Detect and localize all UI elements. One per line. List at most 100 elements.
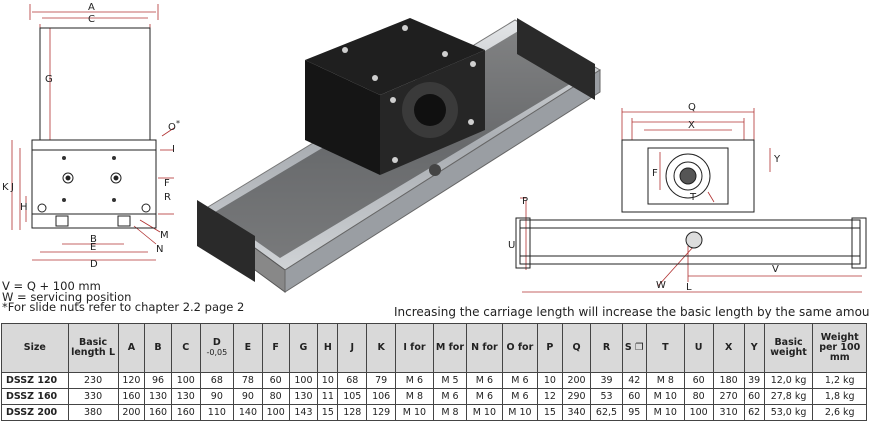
cell-size: DSSZ 120 [1,372,69,389]
header-M: M for [432,323,468,373]
cell-T: M 8 [645,372,685,389]
cell-T: M 10 [645,388,685,405]
cell-S: 60 [621,388,647,405]
cell-weight: 27,8 kg [763,388,814,405]
cell-w100: 1,8 kg [812,388,867,405]
dim-f-label: F [164,178,170,189]
dim-w-label: W [656,280,666,291]
cell-I: M 6 [395,372,434,389]
cell-Y: 39 [743,372,765,389]
dim-q-label: Q [688,102,696,113]
header-w100: Weight per 100 mm [812,323,867,373]
cell-X: 180 [712,372,745,389]
dim-k-label: K [2,182,9,193]
cell-size: DSSZ 200 [1,404,69,421]
dim-n-label: N [156,244,163,255]
dim-u-label: U [508,240,515,251]
cell-B: 96 [144,372,172,389]
cell-H: 10 [317,372,339,389]
dim-r-label: R [164,192,171,203]
cell-M: M 8 [432,404,468,421]
cell-H: 15 [317,404,339,421]
cell-T: M 10 [645,404,685,421]
header-O: O for [501,323,539,373]
header-H: H [317,323,339,373]
cell-S: 42 [621,372,647,389]
dim-t-label: T [689,192,697,203]
cell-J: 105 [337,388,368,405]
dim-x-label: X [688,120,695,131]
header-F: F [261,323,290,373]
cell-G: 130 [288,388,319,405]
cell-w100: 2,6 kg [812,404,867,421]
cell-P: 15 [537,404,563,421]
cell-K: 129 [366,404,397,421]
cell-Y: 60 [743,388,765,405]
dim-o-label: O [168,122,176,133]
cell-M: M 6 [432,388,468,405]
dim-d-label: D [90,259,98,270]
cell-C: 100 [170,372,201,389]
dim-v-label: V [772,264,779,275]
dim-a-label: A [88,2,95,13]
dim-h-label: H [20,202,28,213]
header-size: Size [1,323,69,373]
note-w: W = servicing position [2,289,132,304]
header-B: B [144,323,172,373]
cell-Q: 340 [561,404,592,421]
cell-A: 160 [117,388,146,405]
dim-g-label: G [45,74,53,85]
cell-N: M 6 [466,388,503,405]
header-G: G [288,323,319,373]
cell-w100: 1,2 kg [812,372,867,389]
cell-H: 11 [317,388,339,405]
header-Q: Q [561,323,592,373]
dim-e-label: E [90,242,96,253]
cell-U: 60 [683,372,714,389]
dim-l-label: L [686,282,692,293]
cell-P: 10 [537,372,563,389]
header-C: C [170,323,201,373]
cell-A: 120 [117,372,146,389]
header-X: X [712,323,745,373]
header-T: T [645,323,685,373]
cell-I: M 8 [395,388,434,405]
header-E: E [233,323,263,373]
cell-N: M 10 [466,404,503,421]
header-S: S ❐ [621,323,647,373]
cell-basic: 330 [67,388,119,405]
header-I: I for [395,323,434,373]
dim-j-label: J [10,182,14,193]
header-Y: Y [743,323,765,373]
header-A: A [117,323,146,373]
header-R: R [590,323,623,373]
dim-f-label-right: F [652,168,658,179]
cell-F: 60 [261,372,290,389]
cell-F: 80 [261,388,290,405]
cell-A: 200 [117,404,146,421]
cell-O: M 10 [501,404,539,421]
dim-b-label: B [90,234,97,245]
cell-B: 160 [144,404,172,421]
cell-B: 130 [144,388,172,405]
cell-P: 12 [537,388,563,405]
cell-U: 80 [683,388,714,405]
dim-o-star: * [176,119,180,128]
cell-weight: 53,0 kg [763,404,814,421]
cell-O: M 6 [501,372,539,389]
header-weight: Basic weight [763,323,814,373]
cell-O: M 6 [501,388,539,405]
cell-Q: 200 [561,372,592,389]
cell-Y: 62 [743,404,765,421]
dim-i-label: I [172,144,175,155]
cell-basic: 380 [67,404,119,421]
left-section-drawing: A C G O * I K J H R F M N B E D [2,2,180,270]
cell-I: M 10 [395,404,434,421]
header-U: U [683,323,714,373]
cell-K: 79 [366,372,397,389]
